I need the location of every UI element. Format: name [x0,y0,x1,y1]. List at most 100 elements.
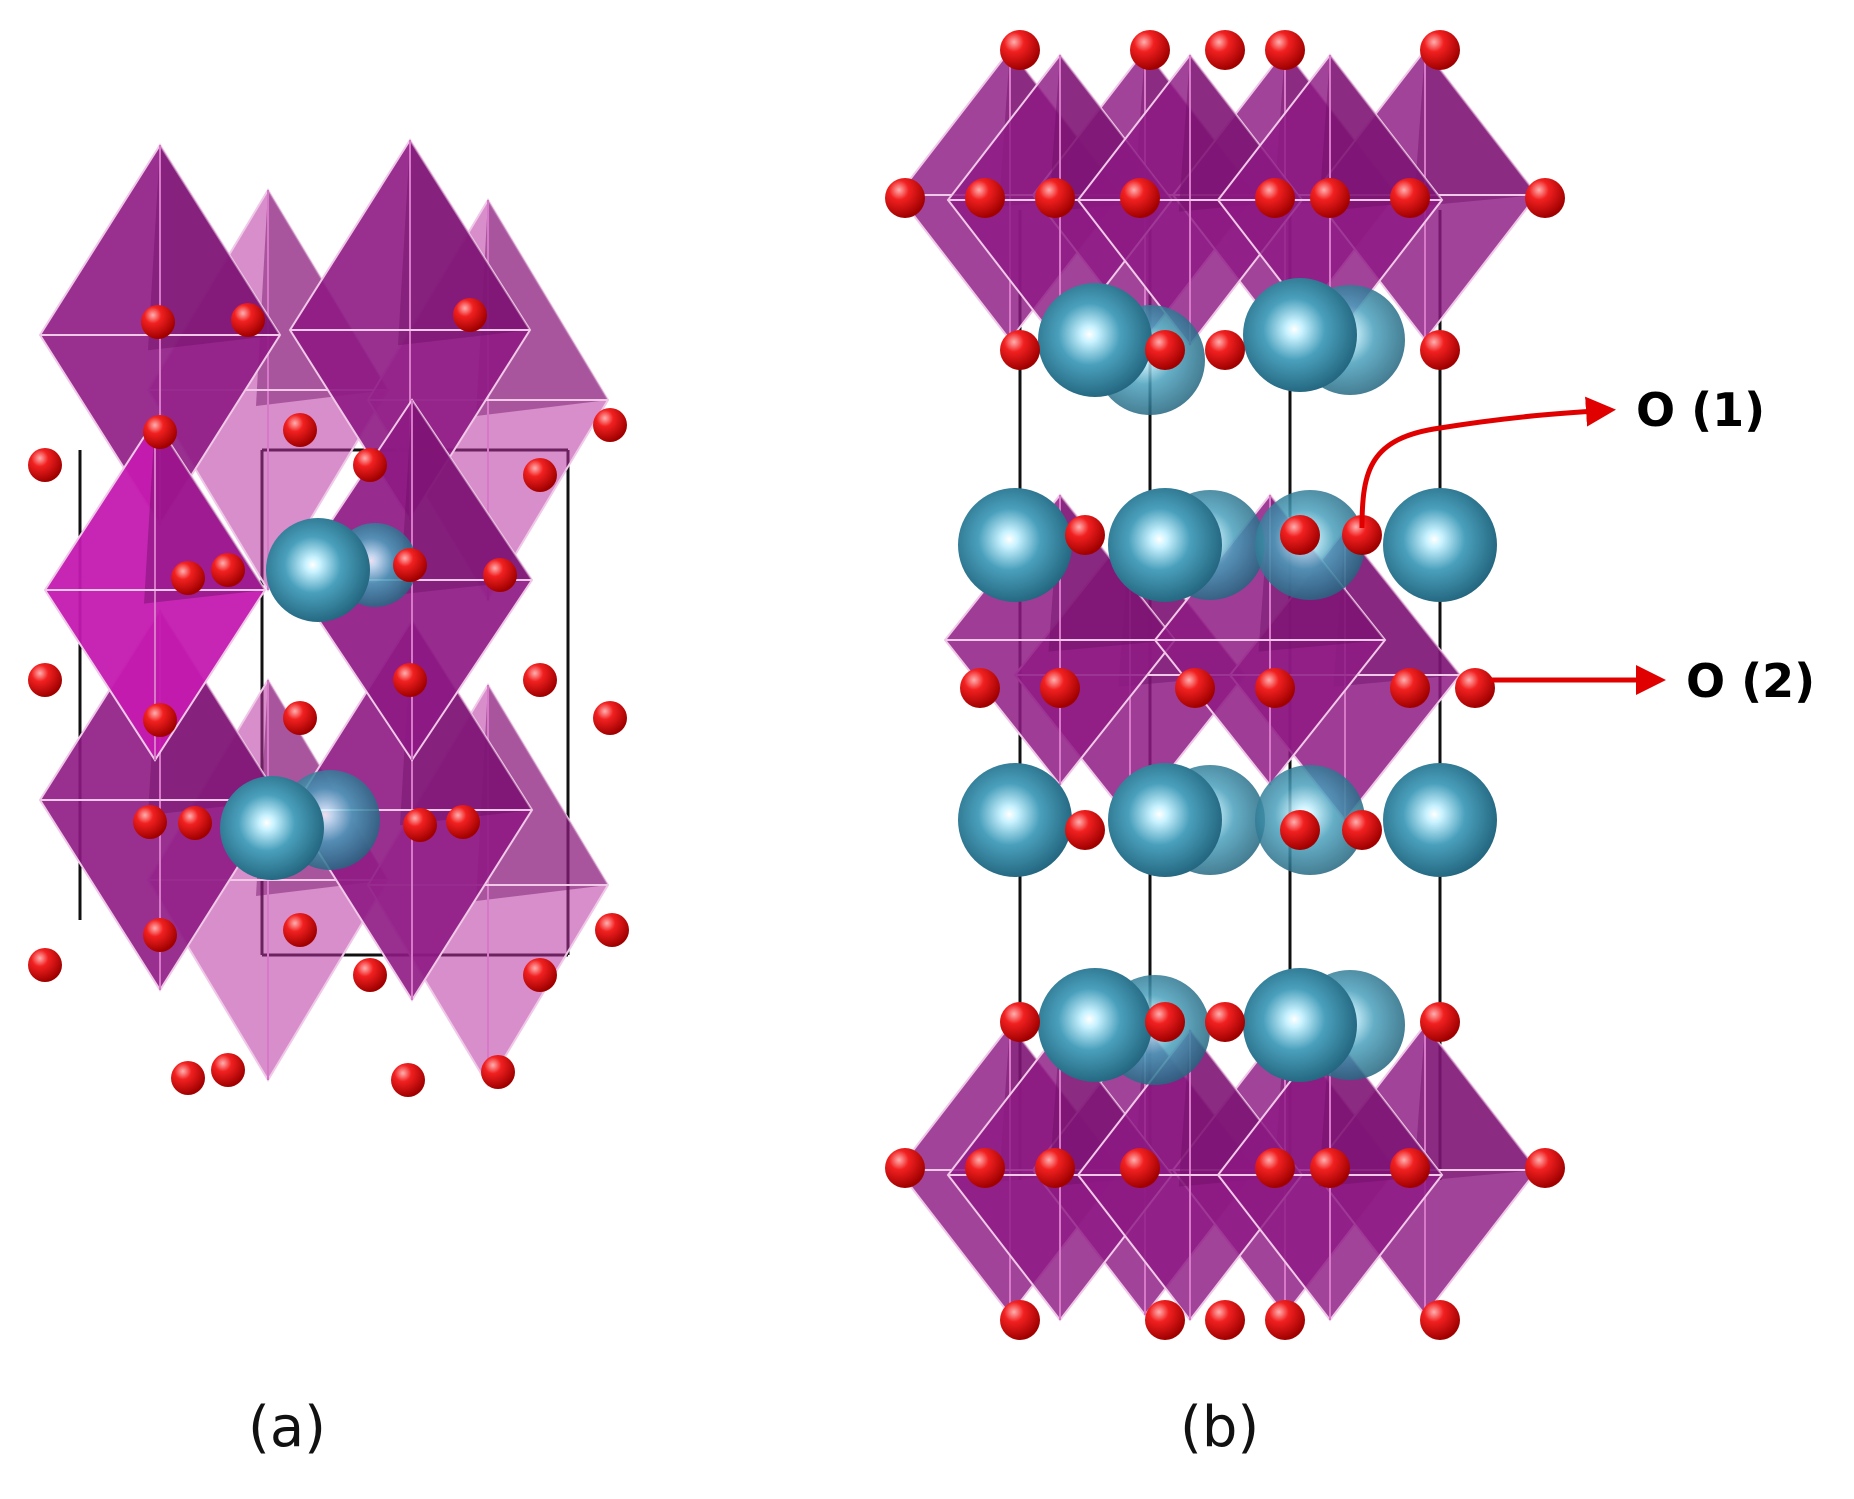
oxygen-atom [283,913,317,947]
octahedron-face [148,145,280,351]
oxygen-atom [1390,1148,1430,1188]
oxygen-atom [1455,668,1495,708]
cation-atom [1108,488,1222,602]
oxygen-atom [211,553,245,587]
panel-a-structure [28,138,629,1097]
oxygen-atom [393,548,427,582]
oxygen-atom [1130,30,1170,70]
oxygen-atom [1280,810,1320,850]
oxygen-atom [171,1061,205,1095]
oxygen-atom [1280,515,1320,555]
oxygen-atom [231,303,265,337]
cation-atom [958,763,1072,877]
oxygen-atom [211,1053,245,1087]
panel-b-structure [885,30,1565,1340]
cation-atom [1243,278,1357,392]
oxygen-atom [1000,330,1040,370]
oxygen-atom [595,913,629,947]
oxygen-atom [885,178,925,218]
oxygen-atom [965,178,1005,218]
oxygen-atom [133,805,167,839]
oxygen-atom [1255,668,1295,708]
oxygen-atom [593,408,627,442]
oxygen-atom [28,948,62,982]
oxygen-atom [960,668,1000,708]
cation-atom [1383,763,1497,877]
oxygen-atom [143,918,177,952]
oxygen-atom [1342,810,1382,850]
panel-a-label: (a) [248,1395,327,1460]
oxygen-atom [1420,1002,1460,1042]
oxygen-atom [391,1063,425,1097]
oxygen-atom [885,1148,925,1188]
oxygen-atom [1145,330,1185,370]
oxygen-atom [1000,1300,1040,1340]
oxygen-atom [1065,810,1105,850]
oxygen-atom [1145,1300,1185,1340]
oxygen-atom [1205,1300,1245,1340]
oxygen-atom [1525,1148,1565,1188]
oxygen-atom [1390,668,1430,708]
oxygen-atom [1040,668,1080,708]
oxygen-atom [28,448,62,482]
oxygen-atom [141,305,175,339]
oxygen-atom [1000,30,1040,70]
oxygen-atom [965,1148,1005,1188]
oxygen-atom [28,663,62,697]
oxygen-atom [403,808,437,842]
cation-atom [1243,968,1357,1082]
oxygen-atom [353,958,387,992]
oxygen-atom [1265,30,1305,70]
cation-atom [220,776,324,880]
octahedron-face [1413,1025,1537,1182]
oxygen-atom [1255,178,1295,218]
oxygen-atom [143,415,177,449]
o1-site-label: O (1) [1636,383,1766,437]
oxygen-atom [1310,1148,1350,1188]
o2-site-label: O (2) [1686,654,1816,708]
oxygen-atom [523,458,557,492]
oxygen-atom [1420,1300,1460,1340]
cation-atom [958,488,1072,602]
oxygen-atom [393,663,427,697]
cation-atom [1038,283,1152,397]
oxygen-atom [481,1055,515,1089]
oxygen-atom [1000,1002,1040,1042]
oxygen-atom [1342,515,1382,555]
oxygen-atom [483,558,517,592]
oxygen-atom [1420,330,1460,370]
oxygen-atom [1175,668,1215,708]
oxygen-atom [178,806,212,840]
oxygen-atom [1205,30,1245,70]
oxygen-atom [1145,1002,1185,1042]
cation-atom [1038,968,1152,1082]
panel-b-label: (b) [1180,1395,1260,1460]
oxygen-atom [1310,178,1350,218]
cation-atom [1108,763,1222,877]
oxygen-atom [1035,178,1075,218]
oxygen-atom [1065,515,1105,555]
octahedron-face [1318,55,1442,212]
oxygen-atom [1255,1148,1295,1188]
octahedron-face [398,140,530,346]
oxygen-atom [283,413,317,447]
oxygen-atom [283,701,317,735]
octahedron-face [1413,50,1537,207]
octahedron-face [400,400,532,595]
cation-atom [266,518,370,622]
oxygen-atom [1205,1002,1245,1042]
oxygen-atom [1035,1148,1075,1188]
o1-arrow [1359,396,1616,529]
oxygen-atom [1205,330,1245,370]
oxygen-atom [353,448,387,482]
oxygen-atom [453,298,487,332]
oxygen-atom [1120,178,1160,218]
oxygen-atom [1420,30,1460,70]
oxygen-atom [1525,178,1565,218]
oxygen-atom [523,958,557,992]
oxygen-atom [1120,1148,1160,1188]
oxygen-atom [523,663,557,697]
cation-atom [1383,488,1497,602]
oxygen-atom [171,561,205,595]
